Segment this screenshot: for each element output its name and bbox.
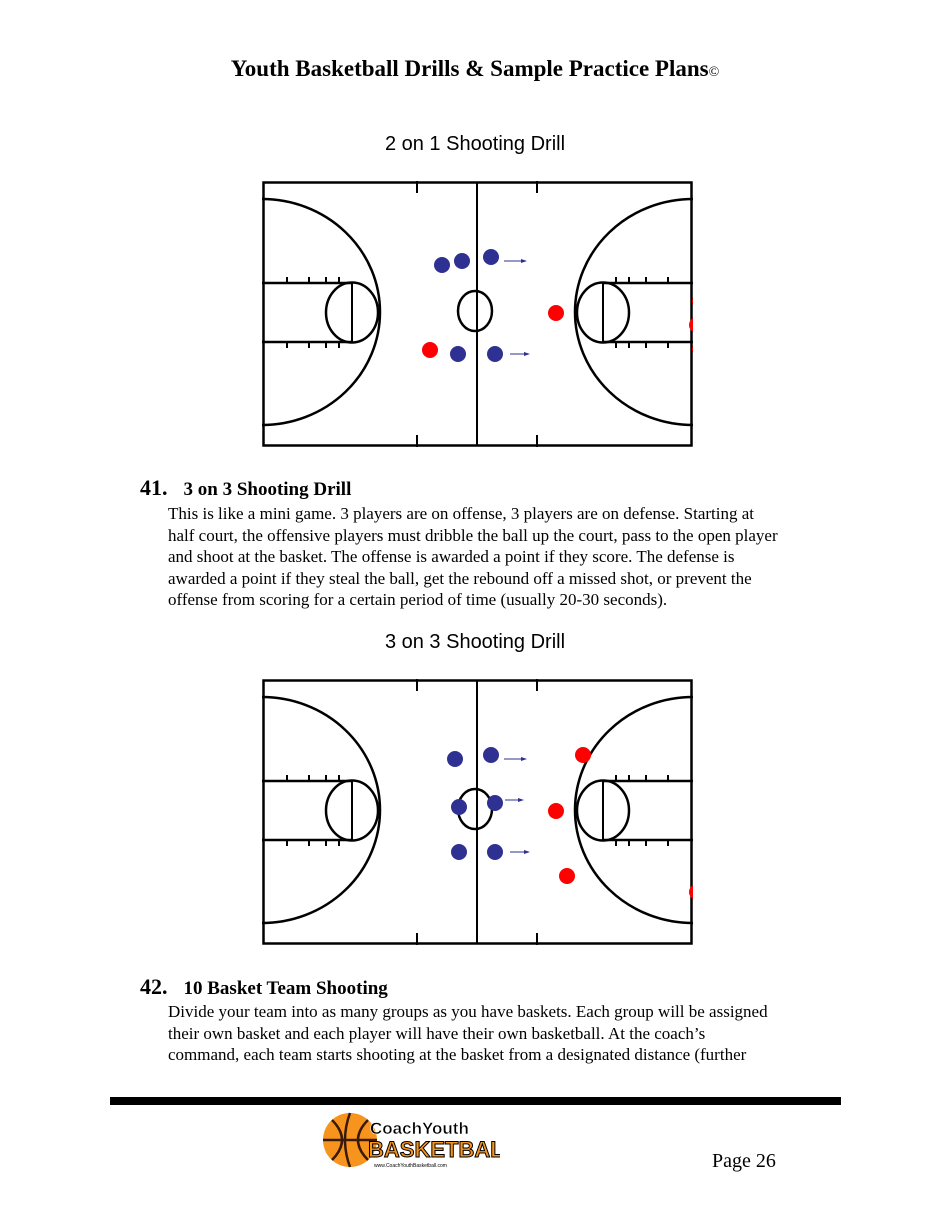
defense-players [422, 297, 693, 358]
offense-players [434, 249, 503, 362]
defense-player [575, 747, 591, 763]
body-line: awarded a point if they steal the ball, … [168, 568, 752, 588]
body-line: and shoot at the basket. The offense is … [168, 547, 735, 566]
defense-player [422, 342, 438, 358]
court-lines [262, 181, 693, 447]
section-42-body: Divide your team into as many groups as … [168, 1001, 858, 1066]
section-42-number: 42. [140, 974, 168, 999]
logo-url: www.CoachYouthBasketball.com [374, 1163, 447, 1169]
offense-players [447, 747, 503, 860]
document-header: Youth Basketball Drills & Sample Practic… [0, 56, 950, 82]
offense-player [447, 751, 463, 767]
page-number: Page 26 [712, 1150, 776, 1172]
court-ticks [286, 181, 669, 447]
body-line: half court, the offensive players must d… [168, 525, 778, 545]
coach-youth-basketball-logo: CoachYouth BASKETBALL www.CoachYouthBask… [323, 1112, 500, 1169]
offense-player [487, 795, 503, 811]
section-41-heading: 41. 3 on 3 Shooting Drill [140, 475, 351, 501]
offense-player [483, 249, 499, 265]
body-line: Divide your team into as many groups as … [168, 1002, 768, 1021]
defense-player [689, 318, 693, 332]
defense-players [548, 747, 693, 899]
section-41-body: This is like a mini game. 3 players are … [168, 503, 858, 611]
court-lines [262, 679, 693, 945]
footer-rule [110, 1097, 841, 1105]
offense-player [451, 799, 467, 815]
logo-text-top: CoachYouth [370, 1119, 469, 1138]
offense-player [451, 844, 467, 860]
offense-player [434, 257, 450, 273]
court-diagram-2 [262, 679, 693, 945]
offense-player [487, 844, 503, 860]
movement-arrows [504, 259, 530, 356]
body-line: This is like a mini game. 3 players are … [168, 504, 755, 523]
body-line: command, each team starts shooting at th… [168, 1045, 747, 1064]
section-42-heading: 42. 10 Basket Team Shooting [140, 974, 388, 1000]
court-diagram-1 [262, 181, 693, 447]
section-41-number: 41. [140, 475, 168, 500]
body-line: their own basket and each player will ha… [168, 1023, 706, 1043]
section-41-title: 3 on 3 Shooting Drill [183, 479, 352, 500]
defense-player [548, 305, 564, 321]
diagram-2-title: 3 on 3 Shooting Drill [384, 631, 566, 653]
court-ticks [286, 679, 669, 945]
defense-player [692, 345, 693, 353]
defense-player [689, 885, 693, 899]
header-title: Youth Basketball Drills & Sample Practic… [230, 56, 709, 81]
body-line: offense from scoring for a certain perio… [168, 590, 668, 609]
diagram-1-title: 2 on 1 Shooting Drill [384, 133, 566, 155]
copyright-symbol: © [708, 65, 720, 80]
offense-player [483, 747, 499, 763]
defense-player [548, 803, 564, 819]
section-42-title: 10 Basket Team Shooting [183, 978, 388, 999]
offense-player [454, 253, 470, 269]
defense-player [559, 868, 575, 884]
logo-text-bottom: BASKETBALL [368, 1137, 500, 1162]
offense-player [487, 346, 503, 362]
movement-arrows [504, 757, 530, 854]
offense-player [450, 346, 466, 362]
defense-player [692, 297, 693, 305]
